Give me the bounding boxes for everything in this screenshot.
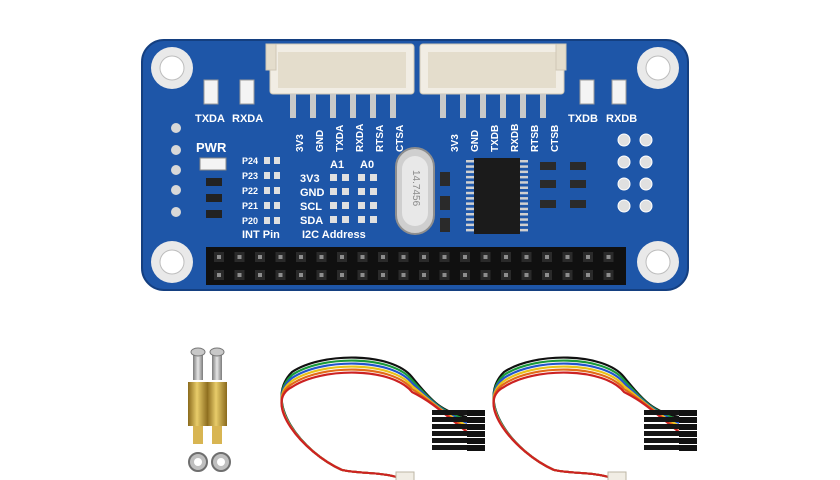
dupont-housing [467,445,485,451]
power-label: PWR [196,140,227,155]
i2c-pin-label: GND [300,187,325,199]
dupont-housing [679,431,697,437]
header-a-labels: 3V3 GND TXDA RXDA RTSA CTSA [295,124,406,152]
mounting-holes [151,47,679,283]
pin-label: TXDA [335,125,346,152]
pin-label: CTSB [550,125,561,152]
jst-plug [607,471,627,480]
jumper-cable-right [492,356,697,480]
dupont-housing [679,445,697,451]
dupont-housing [467,431,485,437]
uart-chip [466,158,528,234]
dupont-housing [679,424,697,430]
power-resistors [206,178,222,218]
int-pin-label: P24 [242,156,258,166]
cable-wire [492,371,680,472]
standoff-right [207,347,231,472]
pin-label: GND [470,130,481,152]
i2c-pin-label: SCL [300,201,322,213]
addr-a0-label: A0 [360,159,374,171]
jumper-cable-left [280,356,485,480]
dupont-housing [467,410,485,416]
dupont-housing [679,417,697,423]
pin-label: 3V3 [450,134,461,152]
pin-label: 3V3 [295,134,306,152]
pin-label: RXDB [510,124,521,152]
int-pin-label: P20 [242,216,258,226]
header-b-labels: 3V3 GND TXDB RXDB RTSB CTSB [450,124,561,152]
uart-b-connector [419,43,567,118]
i2c-title: I2C Address [302,229,366,241]
pin-label: RTSA [375,125,386,152]
gpio-header [206,247,626,285]
standoff-left [188,347,208,472]
dupont-housing [679,438,697,444]
dupont-housing [679,410,697,416]
i2c-block: A1 A0 3V3 GND SCL SDA I2C Address [300,159,377,241]
crystal-marking: 14.7456 [410,170,421,207]
right-vias [617,133,653,213]
led-label-rxda: RXDA [232,113,263,125]
int-pin-label: P23 [242,171,258,181]
i2c-pin-label: SDA [300,215,323,227]
int-pin-block: P24 P23 P22 P21 P20 INT Pin [242,156,280,241]
small-components [440,162,586,232]
uart-leds [203,79,627,105]
pcb-board: TXDA RXDA TXDB RXDB 3V3 GND TXDA RXDA RT… [141,39,689,291]
int-pin-label: P22 [242,186,258,196]
dupont-housing [467,417,485,423]
int-pin-title: INT Pin [242,229,280,241]
pin-label: RTSB [530,125,541,152]
pin-label: RXDA [355,124,366,152]
left-vias [171,123,181,217]
i2c-pin-label: 3V3 [300,173,320,185]
uart-a-connector [265,43,415,118]
dupont-housing [467,438,485,444]
jst-plug [395,471,415,480]
pin-label: CTSA [395,125,406,152]
addr-a1-label: A1 [330,159,344,171]
led-label-txdb: TXDB [568,113,598,125]
dupont-housing [467,424,485,430]
power-led [199,157,227,171]
led-label-txda: TXDA [195,113,225,125]
pin-label: GND [315,130,326,152]
crystal: 14.7456 [395,147,435,235]
led-label-rxdb: RXDB [606,113,637,125]
pin-label: TXDB [490,125,501,152]
cable-wire [280,371,468,472]
int-pin-label: P21 [242,201,258,211]
